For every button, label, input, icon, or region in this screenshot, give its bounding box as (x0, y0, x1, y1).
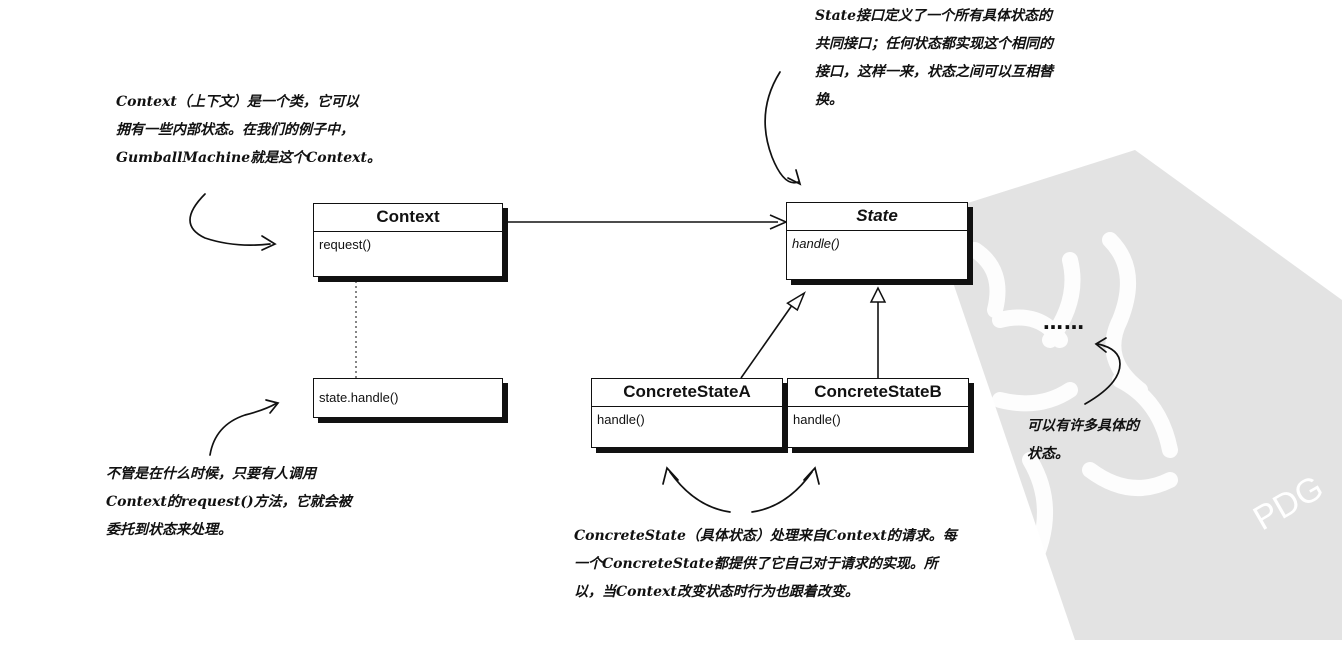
concrete-state-a-handle: handle() (597, 412, 645, 427)
context-note-arrow (189, 193, 271, 246)
request-annotation: 不管是在什么时候，只要有人调用 Context的request()方法，它就会被… (106, 466, 352, 538)
concrete-a-inherits-line (740, 300, 796, 379)
context-annotation: Context（上下文）是一个类，它可以 拥有一些内部状态。在我们的例子中， G… (116, 94, 381, 166)
state-handle-note: state.handle() (313, 378, 503, 418)
ellipsis-marker: …… (1043, 310, 1085, 334)
concrete-state-b-handle: handle() (793, 412, 841, 427)
concrete-annotation: ConcreteState（具体状态）处理来自Context的请求。每 一个Co… (574, 528, 957, 600)
request-note-arrow (209, 402, 278, 456)
more-states-arrow (1084, 343, 1121, 405)
concrete-state-b-name: ConcreteStateB (788, 379, 968, 407)
context-class: Context request() (313, 203, 503, 277)
concrete-a-inherit-triangle (786, 291, 806, 312)
state-note-arrow (764, 71, 799, 184)
concrete-state-b-class: ConcreteStateB handle() (787, 378, 969, 448)
state-annotation: State接口定义了一个所有具体状态的 共同接口；任何状态都实现这个相同的 接口… (815, 8, 1053, 108)
concrete-b-inherit-triangle (869, 286, 887, 303)
context-request-method: request() (319, 237, 372, 252)
state-interface-name: State (787, 203, 967, 231)
concrete-note-arrow-left (669, 471, 731, 513)
concrete-state-a-name: ConcreteStateA (592, 379, 782, 407)
concrete-state-a-class: ConcreteStateA handle() (591, 378, 783, 448)
more-states-annotation: 可以有许多具体的 状态。 (1027, 418, 1139, 462)
context-class-name: Context (314, 204, 502, 232)
state-handle-method: handle() (792, 236, 840, 251)
concrete-note-arrow-right (751, 471, 813, 513)
state-interface: State handle() (786, 202, 968, 280)
state-handle-call: state.handle() (319, 390, 399, 405)
